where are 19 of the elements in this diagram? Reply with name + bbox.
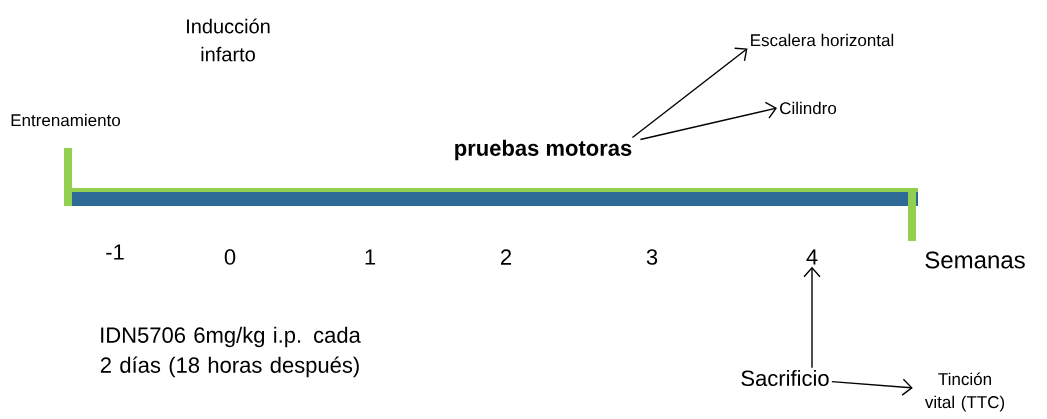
treatment-note: IDN5706 6mg/kg i.p. cada 2 días (18 horas después)	[100, 326, 361, 378]
week-number: -1	[106, 244, 124, 260]
week-number: 1	[365, 249, 376, 265]
stage-label: Inducción infarto	[187, 18, 270, 62]
event-label: Sacrificio	[741, 369, 829, 387]
stage-label: Entrenamiento	[11, 113, 121, 127]
event-label: Tinción vital (TTC)	[924, 372, 1005, 412]
week-number: 3	[646, 249, 658, 265]
week-number: 4	[806, 249, 818, 265]
axis-label: Semanas	[925, 251, 1025, 269]
arrow	[631, 47, 748, 139]
test-label: Escalera horizontal	[751, 33, 894, 47]
week-number: 2	[501, 249, 511, 265]
test-heading: pruebas motoras	[455, 139, 632, 161]
test-label: Cilindro	[780, 101, 837, 115]
week-number: 0	[224, 249, 236, 265]
arrow	[639, 101, 777, 141]
arrow	[803, 266, 821, 369]
arrow	[831, 378, 913, 396]
